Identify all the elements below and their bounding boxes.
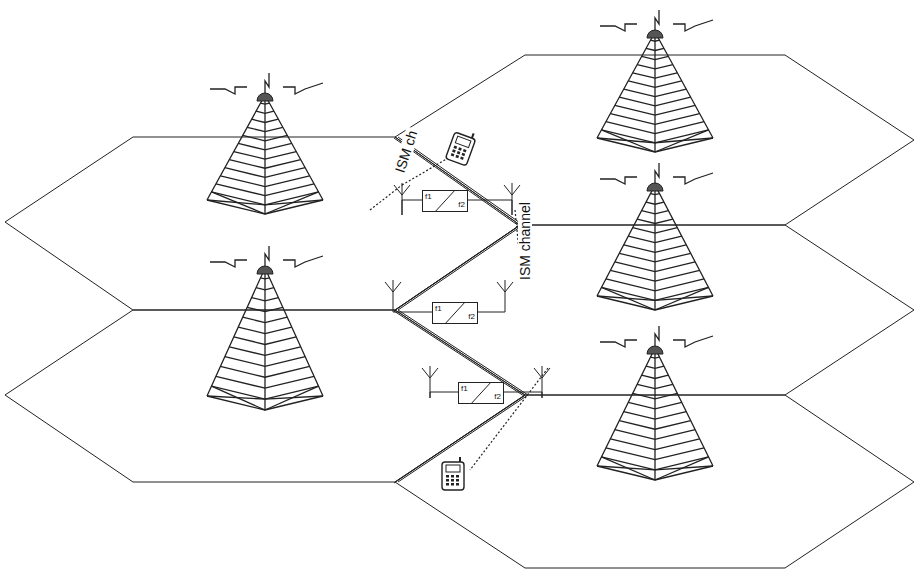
boundary-line (398, 137, 528, 482)
channel-label: ISM channel (518, 200, 532, 282)
repeater-box: f1 f2 (432, 302, 478, 324)
repeater-wire (468, 200, 512, 215)
repeater-wire (402, 200, 422, 215)
base-station-tower (207, 73, 323, 214)
repeater-box: f1 f2 (422, 190, 468, 212)
boundary-line (394, 138, 524, 483)
repeater-wire (504, 392, 542, 398)
frequency-label: f2 (468, 313, 475, 321)
base-station-tower (597, 163, 713, 310)
repeater-box: f1 f2 (458, 382, 504, 404)
ism-link (370, 185, 402, 210)
frequency-label: f1 (435, 305, 442, 313)
repeater-wire (478, 312, 505, 313)
base-station-tower (597, 326, 713, 480)
antenna-symbol (505, 280, 506, 312)
cell-hexagon (5, 137, 520, 310)
base-station-tower (207, 246, 323, 410)
antenna-symbol (393, 280, 394, 312)
frequency-label: f1 (461, 385, 468, 393)
repeater-wire (393, 312, 432, 313)
frequency-label: f1 (425, 193, 432, 201)
mobile-phone (442, 457, 464, 490)
base-station-tower (597, 10, 713, 152)
frequency-label: f2 (458, 201, 465, 209)
mobile-phone (445, 127, 477, 166)
frequency-label: f2 (494, 393, 501, 401)
repeater-wire (430, 392, 458, 398)
